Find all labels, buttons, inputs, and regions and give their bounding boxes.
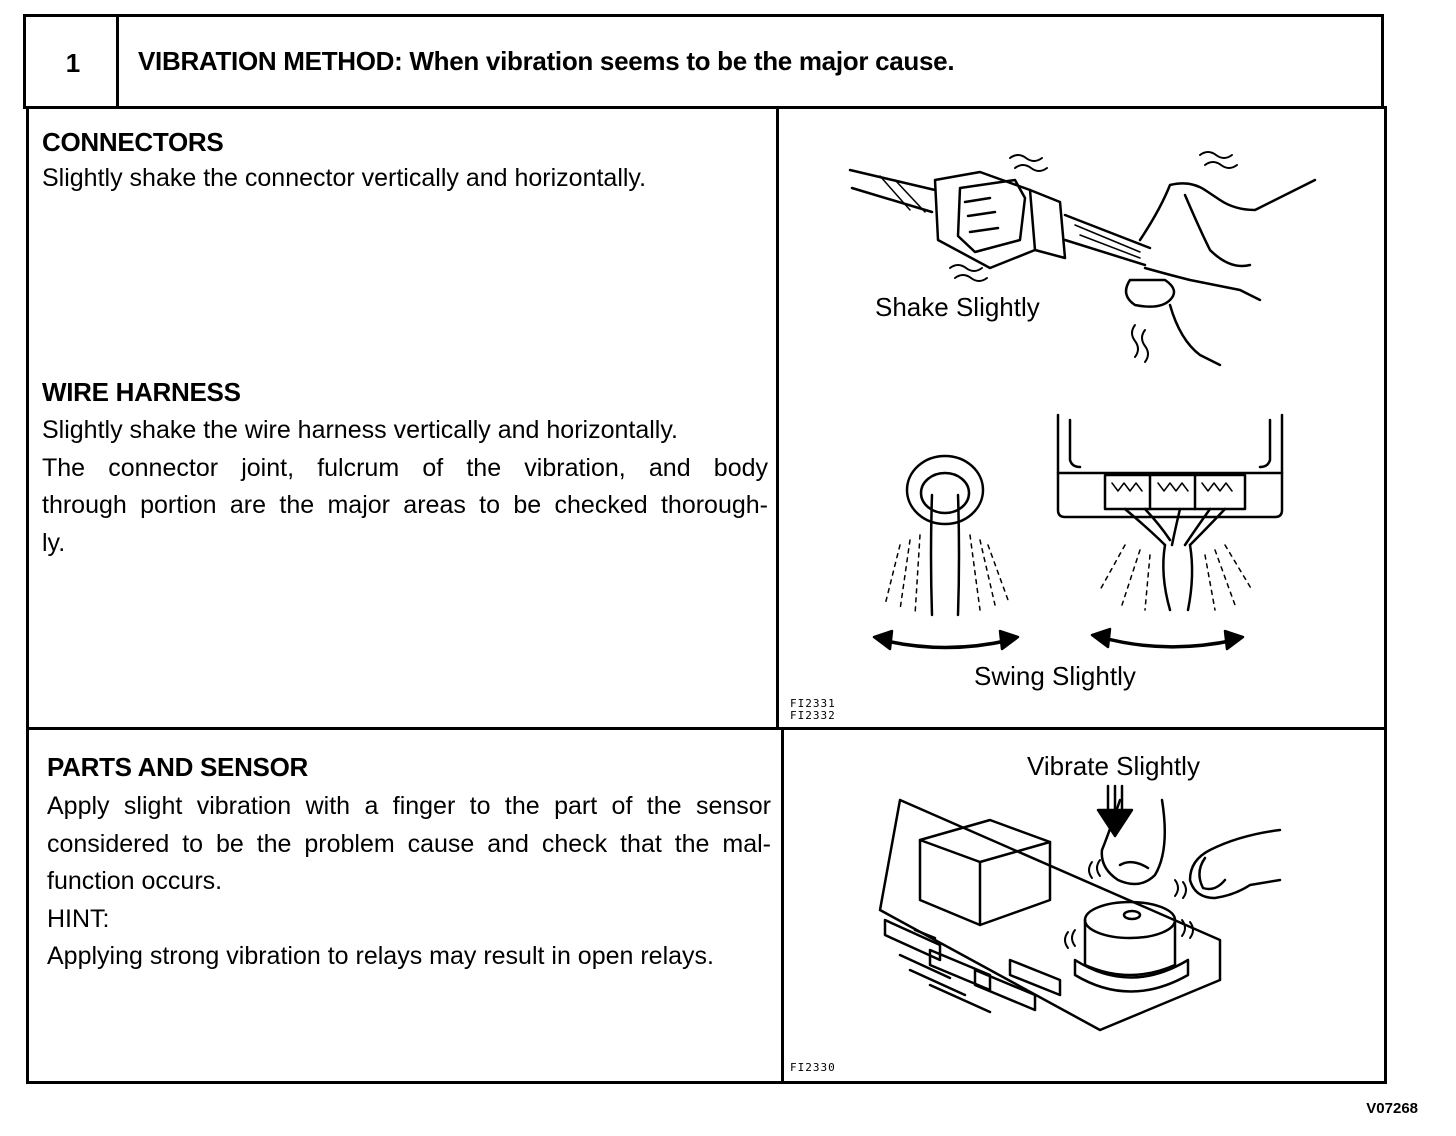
hint-label: HINT: [47,904,110,933]
parts-sensor-line: considered to be the problem cause and c… [47,829,771,858]
sensor-vibrate-illustration [878,784,1282,1032]
wire-harness-line: through portion are the major areas to b… [42,491,768,519]
parts-sensor-line: function occurs. [47,867,223,895]
column-divider-top [776,106,779,730]
wire-harness-heading: WIRE HARNESS [42,377,241,407]
vibrate-slightly-label: Vibrate Slightly [1027,751,1200,781]
wire-harness-line: The connector joint, fulcrum of the vibr… [42,453,768,482]
document-code: V07268 [1366,1100,1418,1117]
wire-harness-text: Slightly shake the wire harness vertical… [42,412,768,562]
step-number: 1 [65,48,81,78]
figure-ref-bottom: FI2330 [790,1061,836,1074]
connector-shake-illustration [848,151,1317,367]
parts-sensor-line: Apply slight vibration with a finger to … [47,792,771,820]
row-divider [26,727,1387,730]
figure-ref-line: FI2332 [790,709,836,722]
step-title: VIBRATION METHOD: When vibration seems t… [138,46,955,76]
wire-harness-line: Slightly shake the wire harness vertical… [42,416,678,444]
figure-ref-top: FI2331 FI2332 [790,698,836,722]
shake-slightly-label: Shake Slightly [875,292,1040,322]
connectors-heading: CONNECTORS [42,127,224,157]
parts-sensor-text: Apply slight vibration with a finger to … [47,788,771,976]
harness-swing-illustration [872,413,1284,651]
figure-ref-line: FI2331 [790,697,836,710]
content-frame [26,106,1387,1084]
wire-harness-line: ly. [42,528,66,557]
hint-text: Applying strong vibration to relays may … [47,942,714,970]
header-divider [116,14,119,109]
connectors-text: Slightly shake the connector vertically … [42,164,647,192]
swing-slightly-label: Swing Slightly [974,661,1136,691]
parts-sensor-heading: PARTS AND SENSOR [47,752,309,782]
column-divider-bottom [781,727,784,1084]
